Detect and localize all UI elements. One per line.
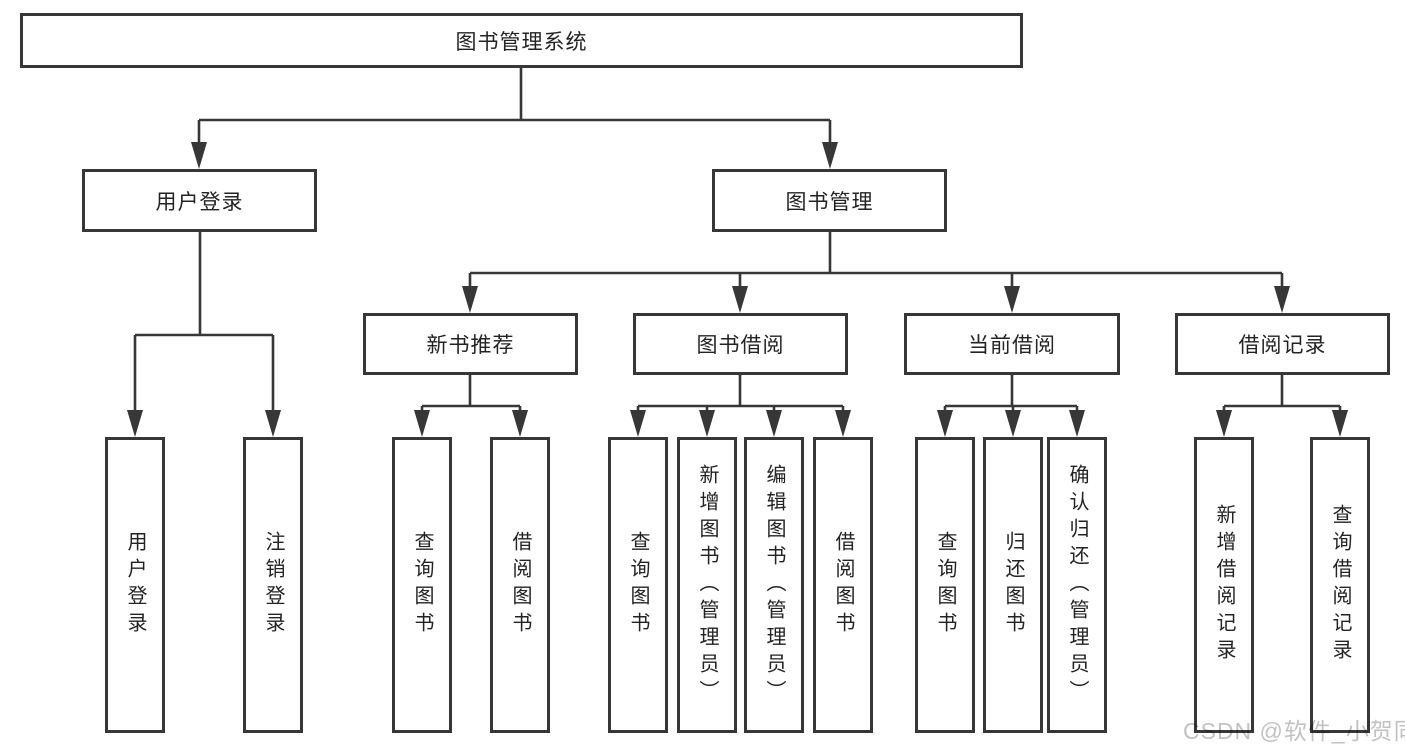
leaf-edit-book-admin: 编辑图书（管理员） <box>744 437 804 733</box>
leaf-add-book-admin: 新增图书（管理员） <box>677 437 737 733</box>
leaf-label: 编辑图书（管理员） <box>763 463 785 707</box>
leaf-label: 查询图书 <box>627 531 649 639</box>
leaf-label: 新增图书（管理员） <box>696 463 718 707</box>
leaf-query-books-current: 查询图书 <box>915 437 975 733</box>
leaf-return-book: 归还图书 <box>983 437 1043 733</box>
leaf-label: 新增借阅记录 <box>1213 504 1235 666</box>
leaf-add-borrow-record: 新增借阅记录 <box>1194 437 1254 733</box>
leaf-logout: 注销登录 <box>243 437 303 733</box>
node-borrow-records: 借阅记录 <box>1175 313 1390 375</box>
leaf-query-books-recommend: 查询图书 <box>392 437 452 733</box>
watermark: CSDN @软件_小贺同学 <box>1183 718 1405 744</box>
leaf-label: 查询图书 <box>934 531 956 639</box>
node-current-borrow: 当前借阅 <box>904 313 1120 375</box>
leaf-user-login: 用户登录 <box>105 437 165 733</box>
leaf-label: 借阅图书 <box>832 531 854 639</box>
leaf-query-books-borrow: 查询图书 <box>608 437 668 733</box>
leaf-label: 查询借阅记录 <box>1329 504 1351 666</box>
node-root: 图书管理系统 <box>20 13 1023 68</box>
node-book-borrow: 图书借阅 <box>633 313 848 375</box>
leaf-label: 归还图书 <box>1002 531 1024 639</box>
leaf-label: 查询图书 <box>411 531 433 639</box>
node-user-login-branch: 用户登录 <box>82 169 317 232</box>
leaf-query-borrow-record: 查询借阅记录 <box>1310 437 1370 733</box>
leaf-borrow-books: 借阅图书 <box>813 437 873 733</box>
leaf-label: 借阅图书 <box>509 531 531 639</box>
node-book-management: 图书管理 <box>712 169 947 232</box>
leaf-borrow-books-recommend: 借阅图书 <box>490 437 550 733</box>
leaf-confirm-return-admin: 确认归还（管理员） <box>1047 437 1107 733</box>
leaf-label: 确认归还（管理员） <box>1066 463 1088 707</box>
leaf-label: 用户登录 <box>124 531 146 639</box>
node-new-book-recommend: 新书推荐 <box>363 313 578 375</box>
leaf-label: 注销登录 <box>262 531 284 639</box>
